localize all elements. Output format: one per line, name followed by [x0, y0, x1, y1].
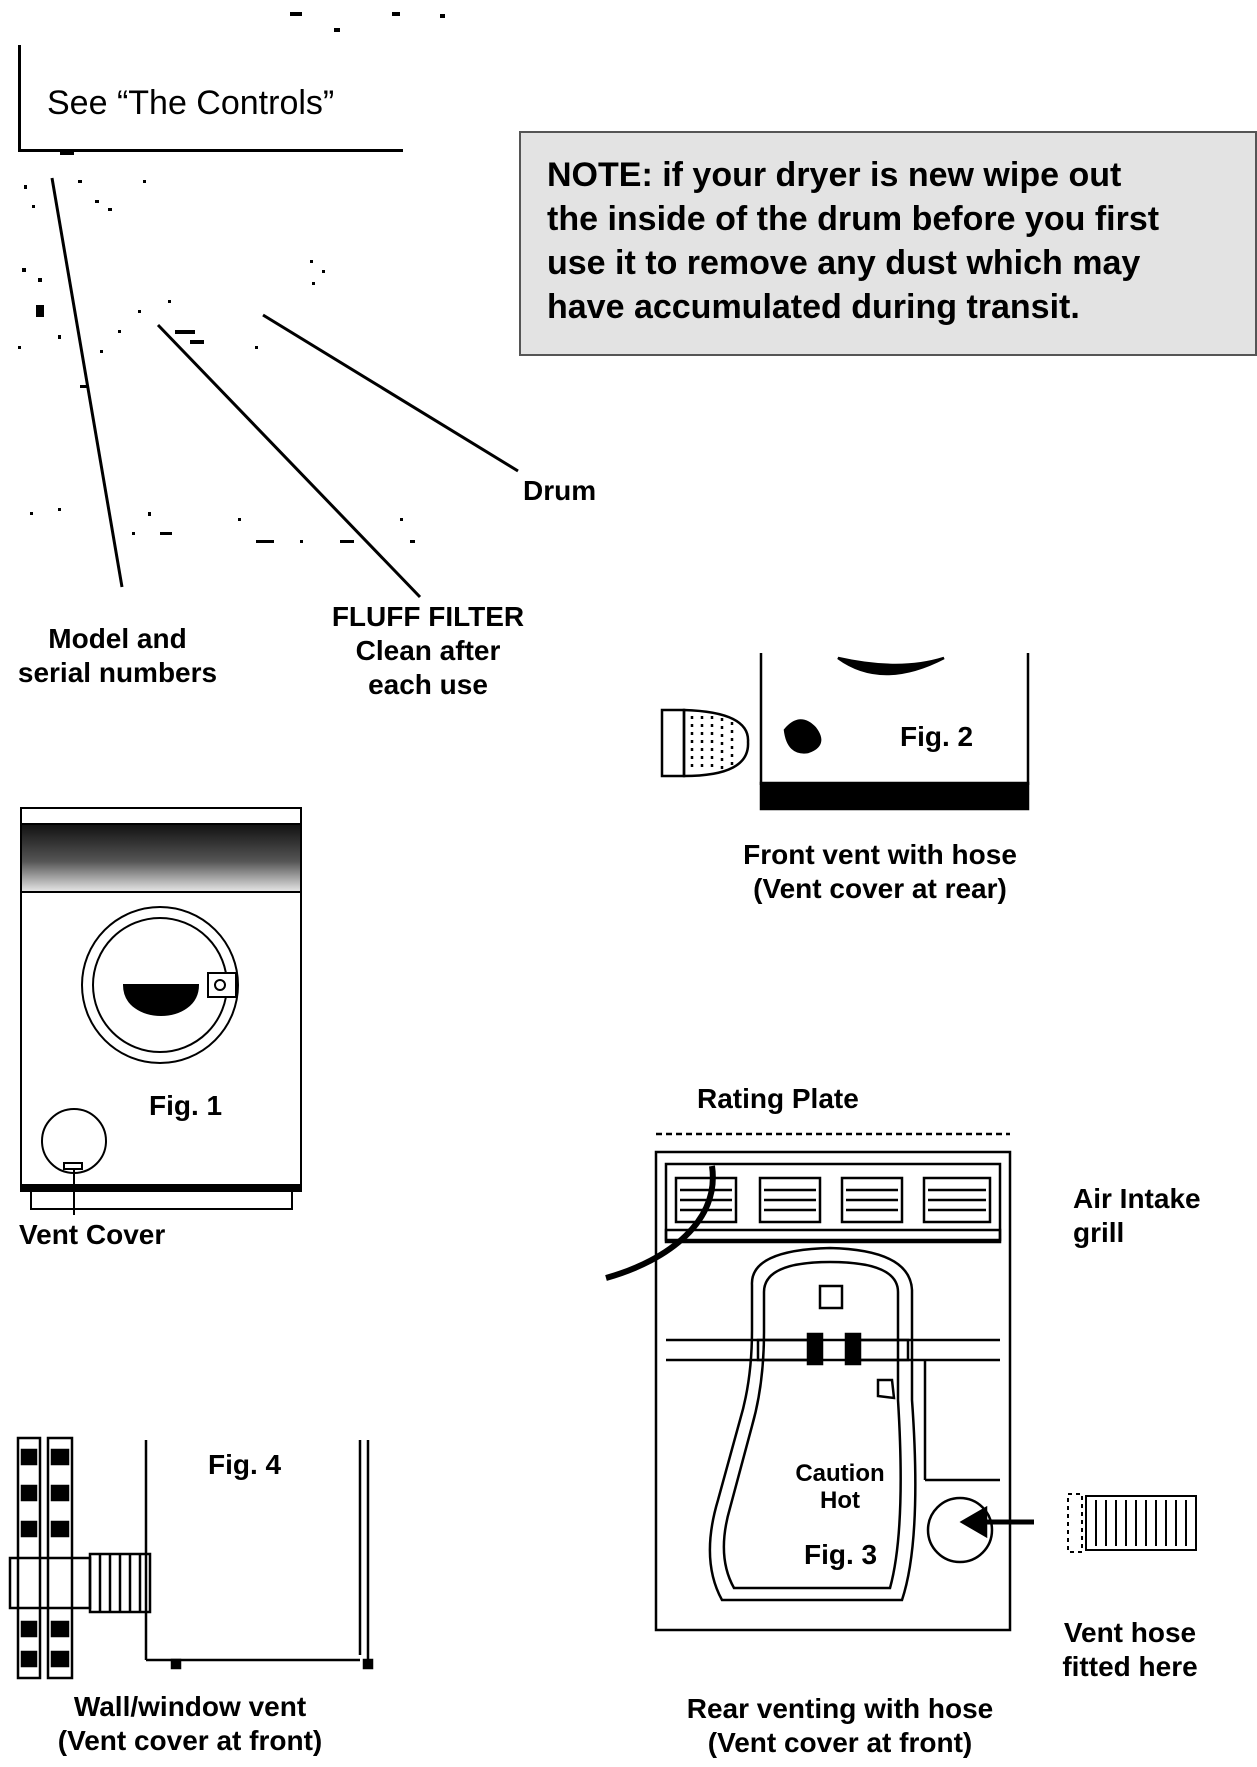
label-fluff-filter-line-2: Clean after [355, 635, 501, 666]
fig1-hinge-pin [214, 979, 226, 991]
fig1-label: Fig. 1 [149, 1090, 223, 1121]
label-vent-hose-fitted: Vent hose fitted here [1050, 1616, 1210, 1684]
note-box: NOTE: if your dryer is new wipe out the … [519, 131, 1257, 356]
fig2-hose [660, 708, 750, 778]
fig1-door-hinge [207, 972, 237, 998]
fig3-vent-outlet [926, 1496, 994, 1564]
label-fluff-filter-line-1: FLUFF FILTER [331, 601, 525, 632]
leader-model-serial [50, 177, 124, 588]
label-model-serial-line-1: Model and [48, 623, 187, 654]
note-line-3: use it to remove any dust which may [547, 244, 1141, 282]
fig2-dryer-side [660, 653, 1030, 811]
label-air-intake-grill: Air Intake grill [1073, 1182, 1201, 1250]
fig1-top-strip [20, 807, 302, 825]
fig3-label: Fig. 3 [804, 1539, 878, 1570]
fig4-hose [88, 1552, 152, 1614]
fig4-wall-vent-box [8, 1556, 92, 1610]
label-model-serial-line-2: serial numbers [17, 657, 218, 688]
label-rating-plate: Rating Plate [697, 1083, 859, 1114]
label-caution-line-1: Caution [795, 1460, 885, 1487]
label-vent-cover: Vent Cover [19, 1219, 166, 1250]
leader-drum [262, 313, 519, 473]
fig4-caption-line-1: Wall/window vent [73, 1691, 307, 1722]
fig4-caption-line-2: (Vent cover at front) [57, 1725, 323, 1756]
fig3-arrow-head [959, 1505, 988, 1539]
fig3-caption: Rear venting with hose (Vent cover at fr… [660, 1692, 1020, 1760]
fig1-plinth [30, 1190, 293, 1210]
fig2-small-blob [783, 719, 822, 754]
label-vent-hose-line-2: fitted here [1062, 1651, 1198, 1682]
note-line-2: the inside of the drum before you first [547, 200, 1160, 238]
fig2-caption: Front vent with hose (Vent cover at rear… [720, 838, 1040, 906]
label-caution-hot: Caution Hot [770, 1460, 910, 1514]
fig1-cabinet [20, 891, 302, 1188]
fig3-vent-hose [1067, 1493, 1197, 1553]
fig1-door-outer [81, 906, 239, 1064]
fig3-caption-line-2: (Vent cover at front) [707, 1727, 973, 1758]
label-air-intake-line-1: Air Intake [1073, 1183, 1201, 1214]
label-fluff-filter: FLUFF FILTER Clean after each use [318, 600, 538, 702]
sketch-speckles [18, 12, 445, 543]
top-dryer-sketch [18, 12, 519, 599]
fig3-dryer-rear [605, 1132, 1197, 1632]
label-air-intake-line-2: grill [1073, 1217, 1125, 1248]
fig3-caption-line-1: Rear venting with hose [686, 1693, 994, 1724]
fig2-base [759, 781, 1030, 811]
fig4-caption: Wall/window vent (Vent cover at front) [30, 1690, 350, 1758]
controls-reference-box: See “The Controls” [18, 45, 403, 152]
fig1-dryer-front [20, 807, 302, 1215]
fig2-caption-line-2: (Vent cover at rear) [753, 873, 1007, 904]
leader-fluff-filter [156, 323, 422, 599]
note-line-1: NOTE: if your dryer is new wipe out [547, 156, 1122, 194]
fig2-label: Fig. 2 [900, 721, 974, 752]
fig3-heater-outline [708, 1246, 917, 1602]
fig1-control-panel [20, 823, 302, 893]
label-caution-line-2: Hot [820, 1487, 860, 1514]
fig3-cabinet [654, 1150, 1012, 1632]
fig3-power-cord [605, 1165, 716, 1281]
label-fluff-filter-line-3: each use [368, 669, 488, 700]
fig2-caption-line-1: Front vent with hose [743, 839, 1017, 870]
fig4-label: Fig. 4 [208, 1449, 282, 1480]
label-model-serial: Model and serial numbers [5, 622, 230, 690]
fig2-top-blob [837, 656, 945, 676]
label-drum: Drum [523, 475, 597, 506]
note-line-4: have accumulated during transit. [547, 288, 1080, 326]
controls-reference-text: See “The Controls” [47, 84, 335, 122]
label-vent-hose-line-1: Vent hose [1063, 1617, 1197, 1648]
fig1-door-window [122, 984, 200, 1016]
fig4-wall-vent [8, 1436, 374, 1680]
fig3-air-intake-grill [674, 1176, 992, 1224]
